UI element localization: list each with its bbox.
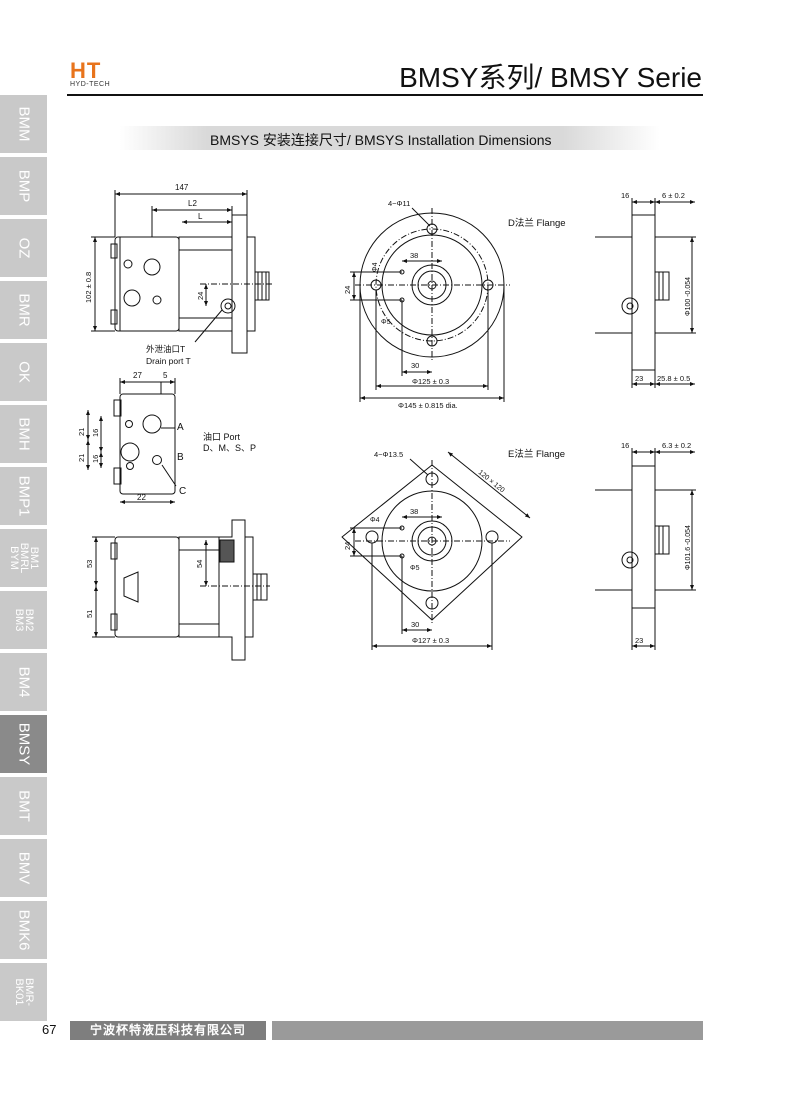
port-types: D、M、S、P <box>203 443 256 453</box>
d-dim-38: 38 <box>410 251 418 260</box>
tab-bmh[interactable]: BMH <box>0 405 47 465</box>
port-b-label: B <box>177 452 184 463</box>
d-dim-125: Φ125 ± 0.3 <box>412 377 449 386</box>
section-view-drawing <box>92 519 270 661</box>
d-side-dim-23: 23 <box>635 374 643 383</box>
tab-ok[interactable]: OK <box>0 343 47 403</box>
section-banner: BMSYS 安装连接尺寸/ BMSYS Installation Dimensi… <box>120 126 660 150</box>
dim-16-b: 16 <box>91 455 100 463</box>
e-side-dim-101-6: Φ101.6 -0.054 <box>685 525 692 570</box>
port-c-label: C <box>179 486 186 497</box>
e-dim-30: 30 <box>411 620 419 629</box>
e-flange-front-drawing <box>341 451 531 650</box>
e-side-dim-6-3: 6.3 ± 0.2 <box>662 441 691 450</box>
tab-bmk6[interactable]: BMK6 <box>0 901 47 961</box>
tab-bmp[interactable]: BMP <box>0 157 47 217</box>
d-dim-phi5: Φ5 <box>381 319 391 326</box>
d-flange-side-drawing <box>595 198 696 388</box>
e-flange-holes: 4−Φ13.5 <box>374 450 403 459</box>
tab-bmt[interactable]: BMT <box>0 777 47 837</box>
title-divider <box>67 94 703 96</box>
side-view-drawing <box>91 190 272 354</box>
dim-102: 102 ± 0.8 <box>84 272 93 303</box>
brand-logo: HT HYD-TECH <box>70 58 130 98</box>
tab-oz[interactable]: OZ <box>0 219 47 279</box>
dim-21-a: 21 <box>77 428 86 436</box>
tab-bmr-bk01[interactable]: BMR- BK01 <box>0 963 47 1023</box>
d-flange-label: D法兰 Flange <box>508 217 566 229</box>
e-flange-label: E法兰 Flange <box>508 448 565 460</box>
d-dim-24: 24 <box>343 286 352 294</box>
e-dim-phi5: Φ5 <box>410 565 420 572</box>
e-side-dim-16: 16 <box>621 441 629 450</box>
logo-text: HT <box>70 58 102 83</box>
dim-27: 27 <box>133 371 142 380</box>
dim-22: 22 <box>137 493 146 502</box>
dim-5: 5 <box>163 371 168 380</box>
dim-54: 54 <box>195 560 204 568</box>
port-a-label: A <box>177 422 184 433</box>
d-side-dim-100: Φ100 -0.054 <box>685 277 692 316</box>
d-side-dim-6: 6 ± 0.2 <box>662 191 685 200</box>
d-dim-145: Φ145 ± 0.815 dia. <box>398 401 458 410</box>
dim-21-b: 21 <box>77 454 86 462</box>
d-flange-holes: 4−Φ11 <box>388 199 410 208</box>
d-dim-phi4: Φ4 <box>372 262 379 272</box>
dim-24-side: 24 <box>196 292 205 300</box>
logo-subtext: HYD-TECH <box>70 81 111 88</box>
dim-l: L <box>198 212 203 221</box>
dim-l2: L2 <box>188 199 197 208</box>
drain-port-label-en: Drain port T <box>146 356 191 366</box>
e-dim-127: Φ127 ± 0.3 <box>412 636 449 645</box>
e-dim-24: 24 <box>343 542 352 550</box>
drain-port-label-cn: 外泄油口T <box>146 344 185 354</box>
page-number: 67 <box>42 1022 57 1037</box>
tab-bmv[interactable]: BMV <box>0 839 47 899</box>
tab-bmsy[interactable]: BMSY <box>0 715 47 775</box>
tab-bmm[interactable]: BMM <box>0 95 47 155</box>
dim-147: 147 <box>175 183 189 192</box>
tab-bm1-bmrl-bym[interactable]: BM1 BMRL BYM <box>0 529 47 589</box>
d-flange-front-drawing <box>350 207 510 402</box>
page-title: BMSY系列/ BMSY Serie <box>399 62 702 93</box>
dim-53: 53 <box>85 560 94 568</box>
d-side-dim-25-8: 25.8 ± 0.5 <box>657 374 690 383</box>
e-dim-38: 38 <box>410 507 418 516</box>
tab-bm4[interactable]: BM4 <box>0 653 47 713</box>
e-side-dim-23: 23 <box>635 636 643 645</box>
footer-bar <box>272 1021 703 1040</box>
d-dim-30: 30 <box>411 361 419 370</box>
d-side-dim-16: 16 <box>621 191 629 200</box>
e-flange-side-drawing <box>595 448 696 650</box>
company-name: 宁波杯特液压科技有限公司 <box>70 1021 266 1040</box>
dim-16-a: 16 <box>91 429 100 437</box>
tab-bm2-bm3[interactable]: BM2 BM3 <box>0 591 47 651</box>
e-dim-120: 120 × 120 <box>477 469 506 494</box>
e-dim-phi4: Φ4 <box>370 517 380 524</box>
dim-51: 51 <box>85 610 94 618</box>
section-title: BMSYS 安装连接尺寸/ BMSYS Installation Dimensi… <box>210 132 552 148</box>
port-view-drawing <box>86 378 177 504</box>
tab-bmp1[interactable]: BMP1 <box>0 467 47 527</box>
tab-bmr[interactable]: BMR <box>0 281 47 341</box>
port-label-cn: 油口 Port <box>203 431 241 442</box>
